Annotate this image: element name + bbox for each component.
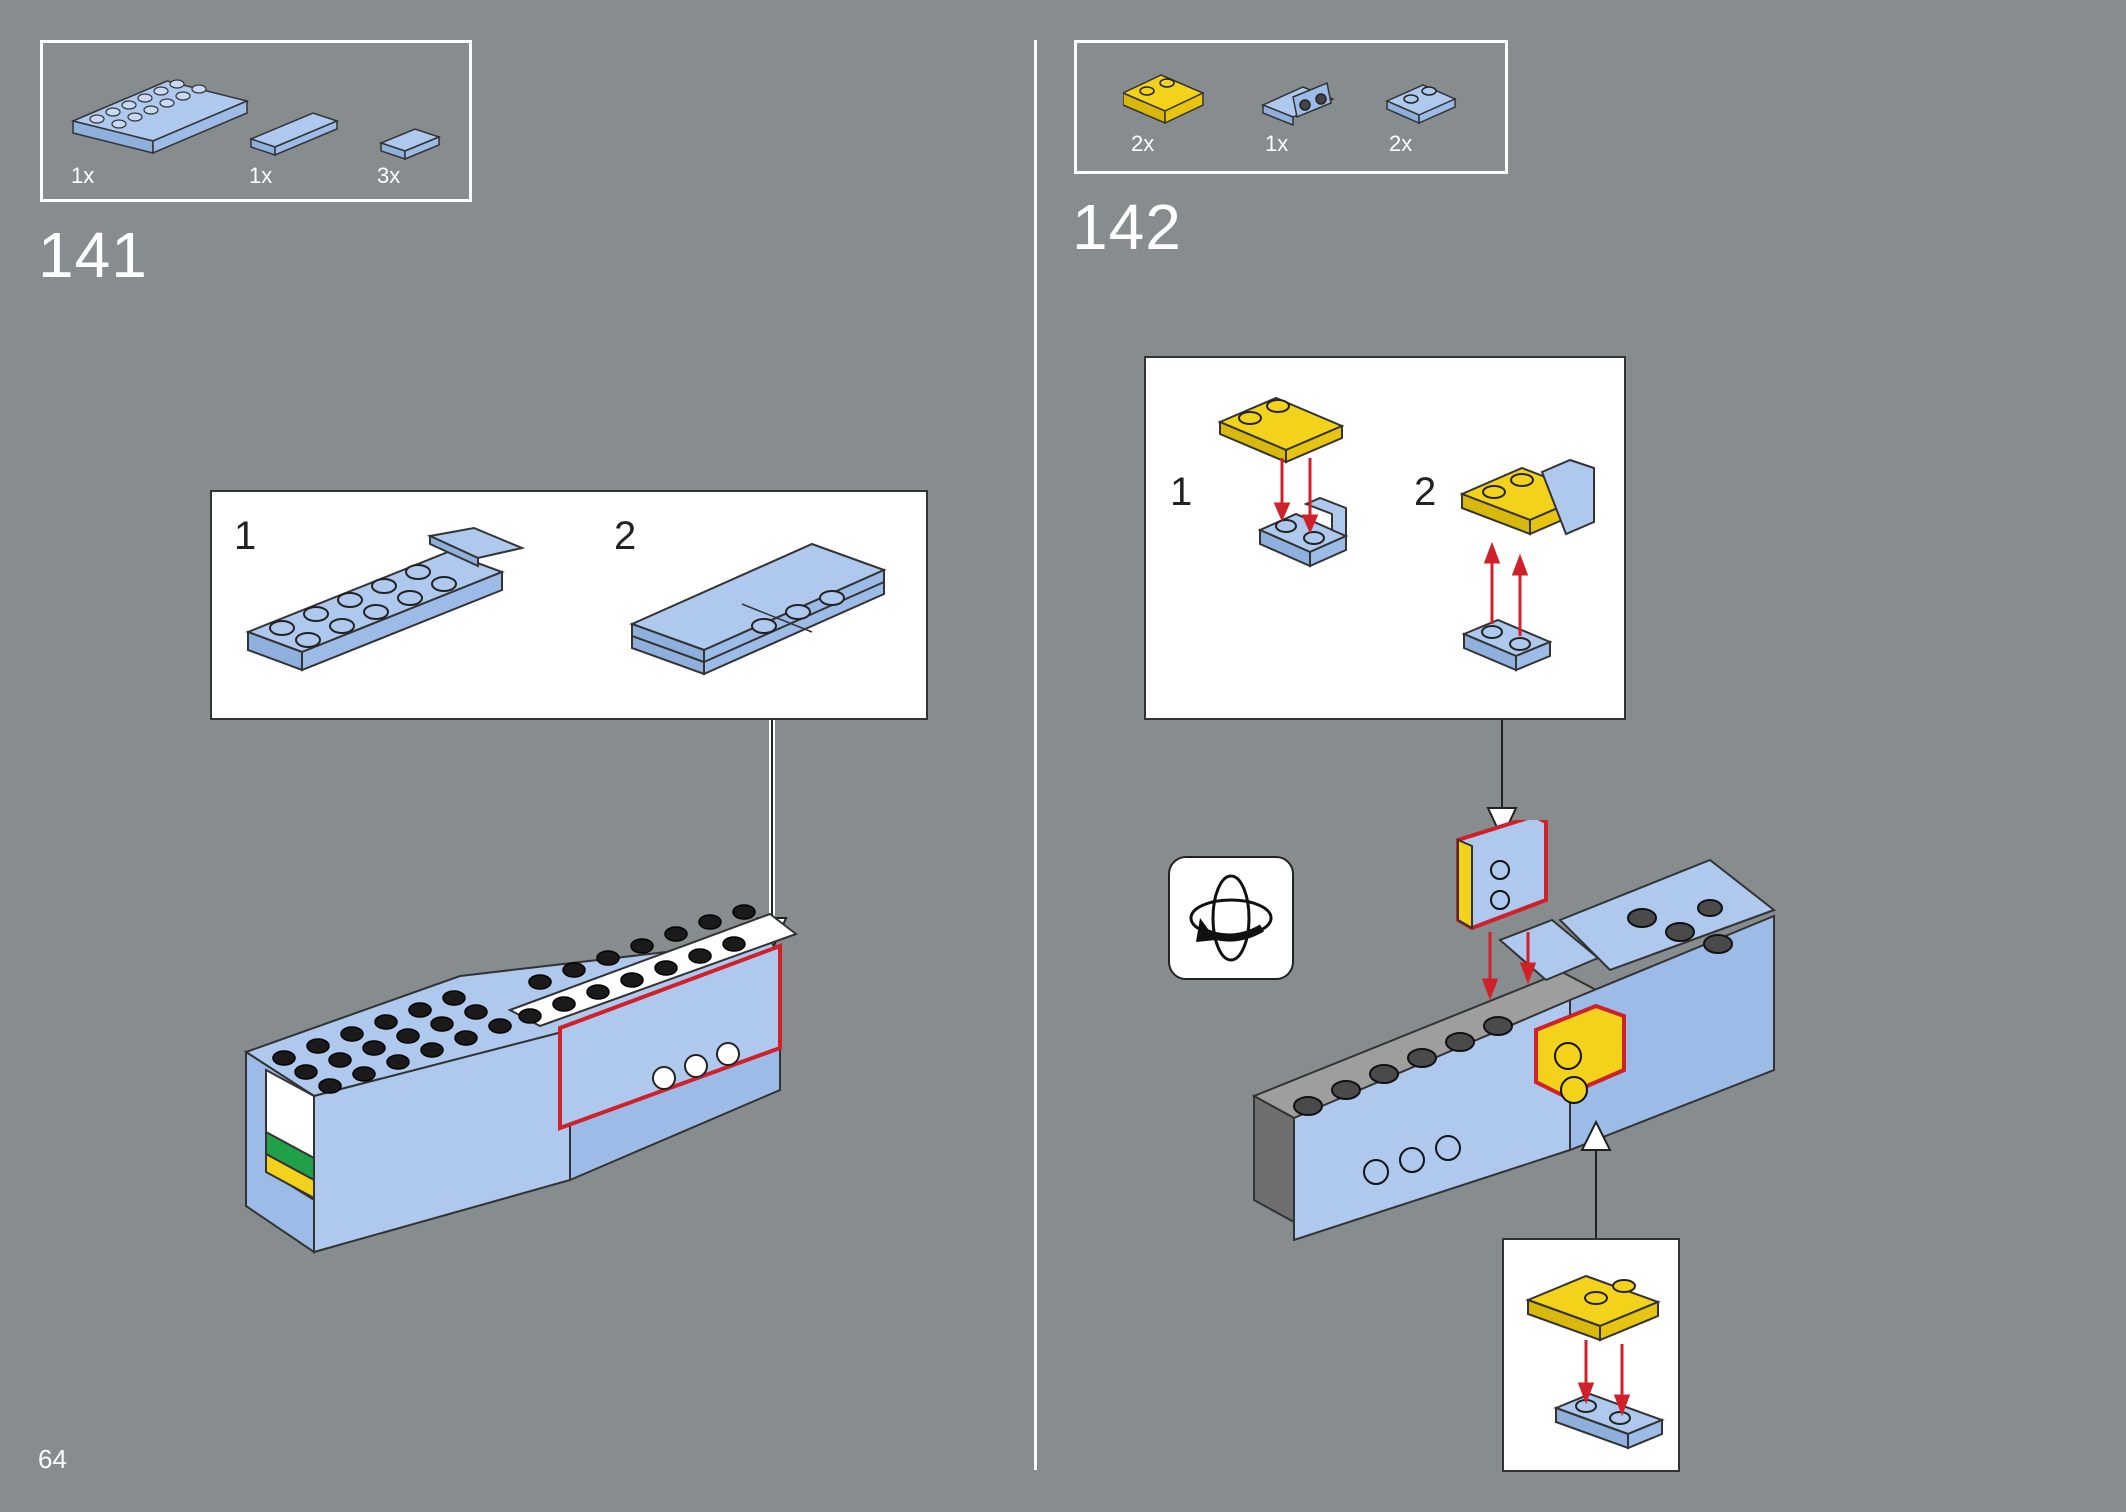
rotate-model-icon bbox=[1168, 856, 1294, 980]
step-number-141: 141 bbox=[38, 219, 148, 291]
part-qty: 2x bbox=[1389, 131, 1413, 156]
callout-142-bottom bbox=[1502, 1238, 1680, 1472]
part-qty: 1x bbox=[1265, 131, 1289, 156]
part-qty: 3x bbox=[377, 163, 401, 188]
substep-number: 1 bbox=[234, 514, 257, 558]
substep-2-assembly bbox=[1459, 458, 1595, 672]
plate-2x2-yellow-icon bbox=[1123, 74, 1205, 125]
plate-1x2-light-blue-icon bbox=[1385, 84, 1457, 125]
substep-number: 1 bbox=[1170, 470, 1193, 514]
callout-142: 1 2 bbox=[1144, 356, 1626, 720]
parts-icons-141 bbox=[70, 79, 442, 161]
plate-2x6-light-blue-icon bbox=[70, 79, 250, 155]
tile-1x2-light-blue-icon bbox=[378, 128, 442, 161]
part-qty: 1x bbox=[71, 163, 95, 188]
step-number-142: 142 bbox=[1072, 191, 1182, 263]
parts-list-141: 1x 1x 3x bbox=[40, 40, 472, 202]
substep-number: 2 bbox=[1414, 470, 1437, 514]
callout-142-art bbox=[1217, 396, 1595, 672]
callout-142-bottom-art bbox=[1525, 1274, 1665, 1450]
parts-list-142: 2x 1x 2x bbox=[1074, 40, 1508, 174]
substep-2-assembly bbox=[629, 542, 887, 676]
substep-number: 2 bbox=[614, 514, 637, 558]
tile-1x4-light-blue-icon bbox=[248, 112, 340, 157]
rotate-arrows-icon bbox=[1189, 874, 1273, 962]
callout-141-art bbox=[245, 526, 887, 676]
page-number: 64 bbox=[38, 1444, 67, 1474]
bracket-1x2-light-blue-icon bbox=[1261, 81, 1335, 127]
part-qty: 2x bbox=[1131, 131, 1155, 156]
callout-141: 1 2 bbox=[210, 490, 928, 720]
model-141 bbox=[243, 904, 799, 1254]
substep-1-assembly bbox=[1217, 396, 1349, 568]
substep-1-assembly bbox=[245, 526, 526, 672]
up-arrow-142 bbox=[1580, 1120, 1612, 1240]
model-142 bbox=[1251, 820, 1777, 1242]
part-qty: 1x bbox=[249, 163, 273, 188]
parts-icons-142 bbox=[1123, 74, 1457, 127]
page-divider bbox=[1034, 40, 1037, 1470]
